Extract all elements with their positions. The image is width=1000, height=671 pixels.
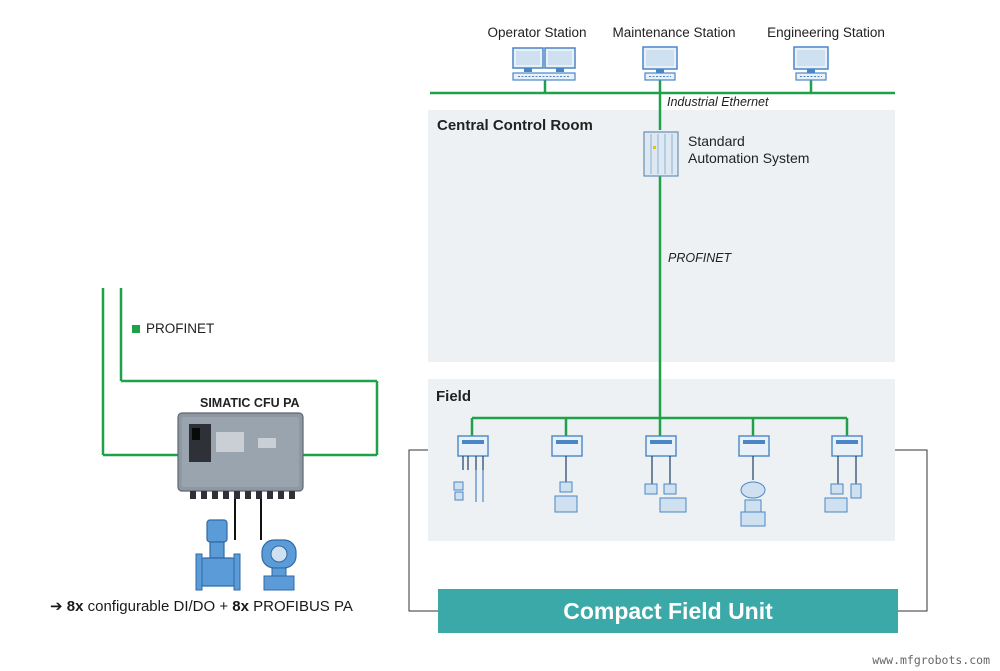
field-device-icon	[453, 435, 489, 502]
industrial-ethernet-label: Industrial Ethernet	[667, 95, 769, 109]
flowmeter-icon	[195, 519, 241, 591]
field-device-icon	[738, 435, 770, 527]
io-configuration-note: ➔ 8x configurable DI/DO + 8x PROFIBUS PA	[50, 598, 353, 615]
profinet-legend-swatch	[132, 324, 140, 333]
engineering-station-icon	[793, 46, 829, 81]
field-panel	[428, 379, 895, 541]
cfu-device-icon	[177, 412, 304, 540]
profinet-legend: PROFINET	[132, 321, 214, 336]
operator-station-label: Operator Station	[487, 25, 587, 40]
compact-field-unit-banner: Compact Field Unit	[438, 589, 898, 633]
maintenance-station-icon	[642, 46, 678, 81]
field-device-icon	[644, 435, 687, 513]
field-device-icon	[551, 435, 583, 513]
automation-system-label: Standard Automation System	[688, 133, 810, 166]
central-control-room-title: Central Control Room	[437, 117, 593, 134]
pressure-transmitter-icon	[261, 539, 297, 591]
field-device-icon	[824, 435, 863, 513]
field-title: Field	[436, 388, 472, 405]
automation-system-icon	[643, 131, 679, 177]
operator-station-icon	[512, 47, 576, 81]
profinet-italic-label: PROFINET	[668, 251, 732, 265]
maintenance-station-label: Maintenance Station	[612, 25, 736, 40]
watermark: www.mfgrobots.com	[872, 653, 990, 667]
engineering-station-label: Engineering Station	[767, 25, 885, 40]
cfu-device-title: SIMATIC CFU PA	[200, 396, 300, 410]
